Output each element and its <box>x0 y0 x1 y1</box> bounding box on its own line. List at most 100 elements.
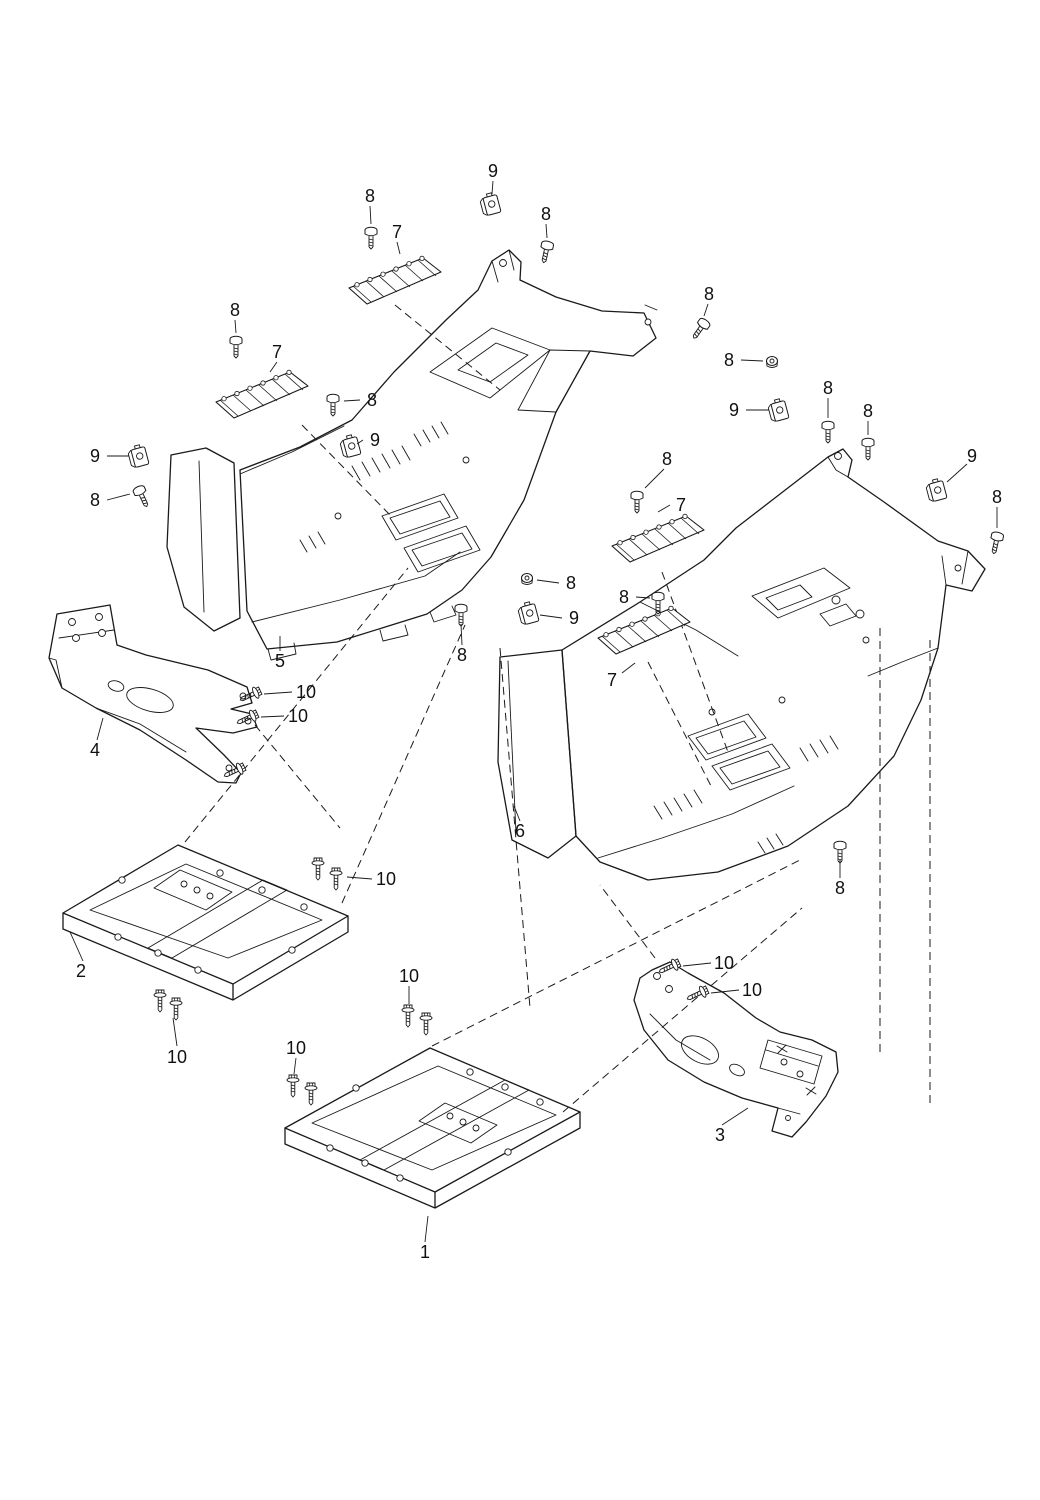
part-4-support-bracket <box>48 604 258 784</box>
clip-icon <box>478 191 502 217</box>
part-callout-9: 9 <box>569 608 579 628</box>
clip-icon <box>516 600 540 626</box>
bolt-icon <box>821 420 835 444</box>
bolt-icon <box>987 530 1005 556</box>
callout-leader-line <box>269 361 278 373</box>
assembly-guide-line <box>254 724 341 829</box>
callout-leader-line <box>657 504 671 513</box>
step-tread-icon <box>215 369 309 419</box>
part-callout-1: 1 <box>420 1242 430 1262</box>
part-callout-8: 8 <box>566 573 576 593</box>
step-tread-icon <box>611 513 705 563</box>
part-callout-4: 4 <box>90 740 100 760</box>
bolt-icon <box>326 393 340 417</box>
flange-screw-icon <box>153 989 167 1013</box>
part-callout-8: 8 <box>724 350 734 370</box>
callout-leader-line <box>106 493 131 501</box>
callout-leader-line <box>721 1107 749 1126</box>
part-callout-10: 10 <box>742 980 762 1000</box>
guide-lines-layer <box>184 304 931 1113</box>
bolt-icon <box>833 840 847 864</box>
bolt-icon <box>630 490 644 514</box>
bolt-icon <box>364 226 378 250</box>
grommet-icon <box>766 356 778 368</box>
part-callout-8: 8 <box>823 378 833 398</box>
part-callout-10: 10 <box>288 706 308 726</box>
part-5-fender-assembly <box>166 249 658 661</box>
part-callout-8: 8 <box>367 390 377 410</box>
assembly-guide-line <box>341 624 466 904</box>
callout-leader-line <box>644 468 665 489</box>
part-callout-7: 7 <box>392 222 402 242</box>
callout-leader-line <box>396 241 401 255</box>
callout-leader-line <box>513 805 521 822</box>
callout-leader-line <box>946 463 968 483</box>
step-tread-icon <box>348 255 442 305</box>
flange-screw-icon <box>419 1012 433 1036</box>
bolt-icon <box>651 591 665 615</box>
part-callout-8: 8 <box>230 300 240 320</box>
bolt-icon <box>861 437 875 461</box>
clip-icon <box>126 443 150 469</box>
callout-leader-line <box>369 205 372 225</box>
callout-leader-line <box>682 962 712 967</box>
part-callout-8: 8 <box>619 587 629 607</box>
callout-leader-line <box>460 623 463 646</box>
step-tread-icon <box>597 605 691 655</box>
flange-screw-icon <box>684 983 711 1005</box>
part-callout-8: 8 <box>457 645 467 665</box>
bolt-icon <box>454 603 468 627</box>
bolt-icon <box>131 483 153 510</box>
assembly-guide-line <box>562 907 803 1113</box>
assembly-guide-line <box>431 859 801 1047</box>
bolt-icon <box>537 239 555 265</box>
callout-leader-line <box>234 319 237 334</box>
callout-leader-line <box>545 223 548 239</box>
part-callout-10: 10 <box>296 682 316 702</box>
callout-layer: 9887878898898898789879885410106821010101… <box>69 161 1002 1262</box>
assembly-guide-line <box>661 571 729 753</box>
part-callout-10: 10 <box>167 1047 187 1067</box>
callout-leader-line <box>621 662 636 674</box>
callout-leader-line <box>263 691 293 695</box>
clip-icon <box>338 433 362 459</box>
part-callout-8: 8 <box>662 449 672 469</box>
part-callout-3: 3 <box>715 1125 725 1145</box>
callout-leader-line <box>96 717 104 741</box>
part-callout-10: 10 <box>376 869 396 889</box>
part-callout-9: 9 <box>90 446 100 466</box>
callout-leader-line <box>260 715 285 718</box>
callout-leader-line <box>703 303 709 317</box>
part-callout-8: 8 <box>992 487 1002 507</box>
flange-screw-icon <box>286 1074 300 1098</box>
clip-icon <box>766 397 790 423</box>
part-2-mounting-frame <box>62 844 349 1001</box>
part-callout-8: 8 <box>704 284 714 304</box>
part-callout-7: 7 <box>272 342 282 362</box>
part-callout-8: 8 <box>90 490 100 510</box>
part-callout-5: 5 <box>275 651 285 671</box>
part-callout-6: 6 <box>515 821 525 841</box>
assembly-guide-line <box>184 567 409 843</box>
callout-leader-line <box>710 989 740 994</box>
assembly-guide-line <box>394 304 501 391</box>
part-callout-2: 2 <box>76 961 86 981</box>
callout-leader-line <box>172 1017 178 1047</box>
part-6-fender-assembly <box>497 448 986 881</box>
flange-screw-icon <box>401 1004 415 1028</box>
callout-leader-line <box>491 180 494 195</box>
callout-leader-line <box>343 399 361 402</box>
part-1-mounting-frame <box>284 1047 581 1209</box>
part-callout-8: 8 <box>365 186 375 206</box>
part-callout-10: 10 <box>286 1038 306 1058</box>
flange-screw-icon <box>329 867 343 891</box>
part-callout-9: 9 <box>488 161 498 181</box>
part-callout-9: 9 <box>729 400 739 420</box>
callout-leader-line <box>740 359 764 362</box>
part-callout-10: 10 <box>714 953 734 973</box>
part-callout-8: 8 <box>863 401 873 421</box>
callout-leader-line <box>346 876 373 880</box>
callout-leader-line <box>424 1215 429 1243</box>
